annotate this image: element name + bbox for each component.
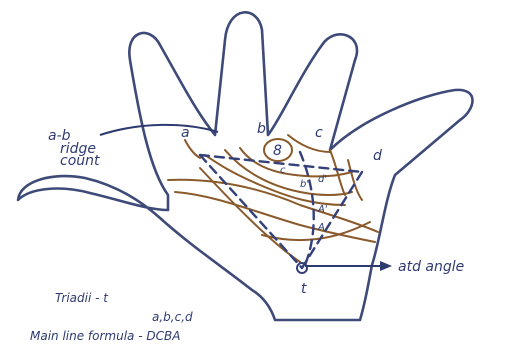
label-digit-b: b (257, 121, 266, 137)
label-digit-c: c (315, 125, 323, 141)
atd-arrowhead (380, 261, 392, 271)
label-sub-a2: A (317, 222, 325, 233)
ab-ridge-pointer (100, 125, 218, 135)
legend-triadii: Triadii - t (55, 291, 109, 305)
crease-line (330, 150, 345, 195)
crease-line (288, 135, 330, 152)
crease-line (185, 140, 200, 158)
label-sub-c: c (280, 165, 286, 176)
crease-line (348, 160, 362, 200)
label-digit-d: d (373, 148, 382, 164)
label-loop-8: 8 (273, 143, 282, 159)
label-ab-ridge-line3: count (60, 153, 100, 169)
legend-main-line: Main line formula - DCBA (30, 329, 180, 343)
label-digit-a: a (181, 125, 190, 141)
label-sub-b: b' (300, 179, 309, 190)
label-sub-a1: A' (317, 204, 328, 215)
crease-line (168, 180, 378, 232)
label-triradius-t: t (301, 281, 307, 297)
label-sub-d: d' (318, 174, 327, 185)
legend-points: a,b,c,d (152, 310, 193, 324)
label-atd-angle: atd angle (398, 259, 464, 275)
